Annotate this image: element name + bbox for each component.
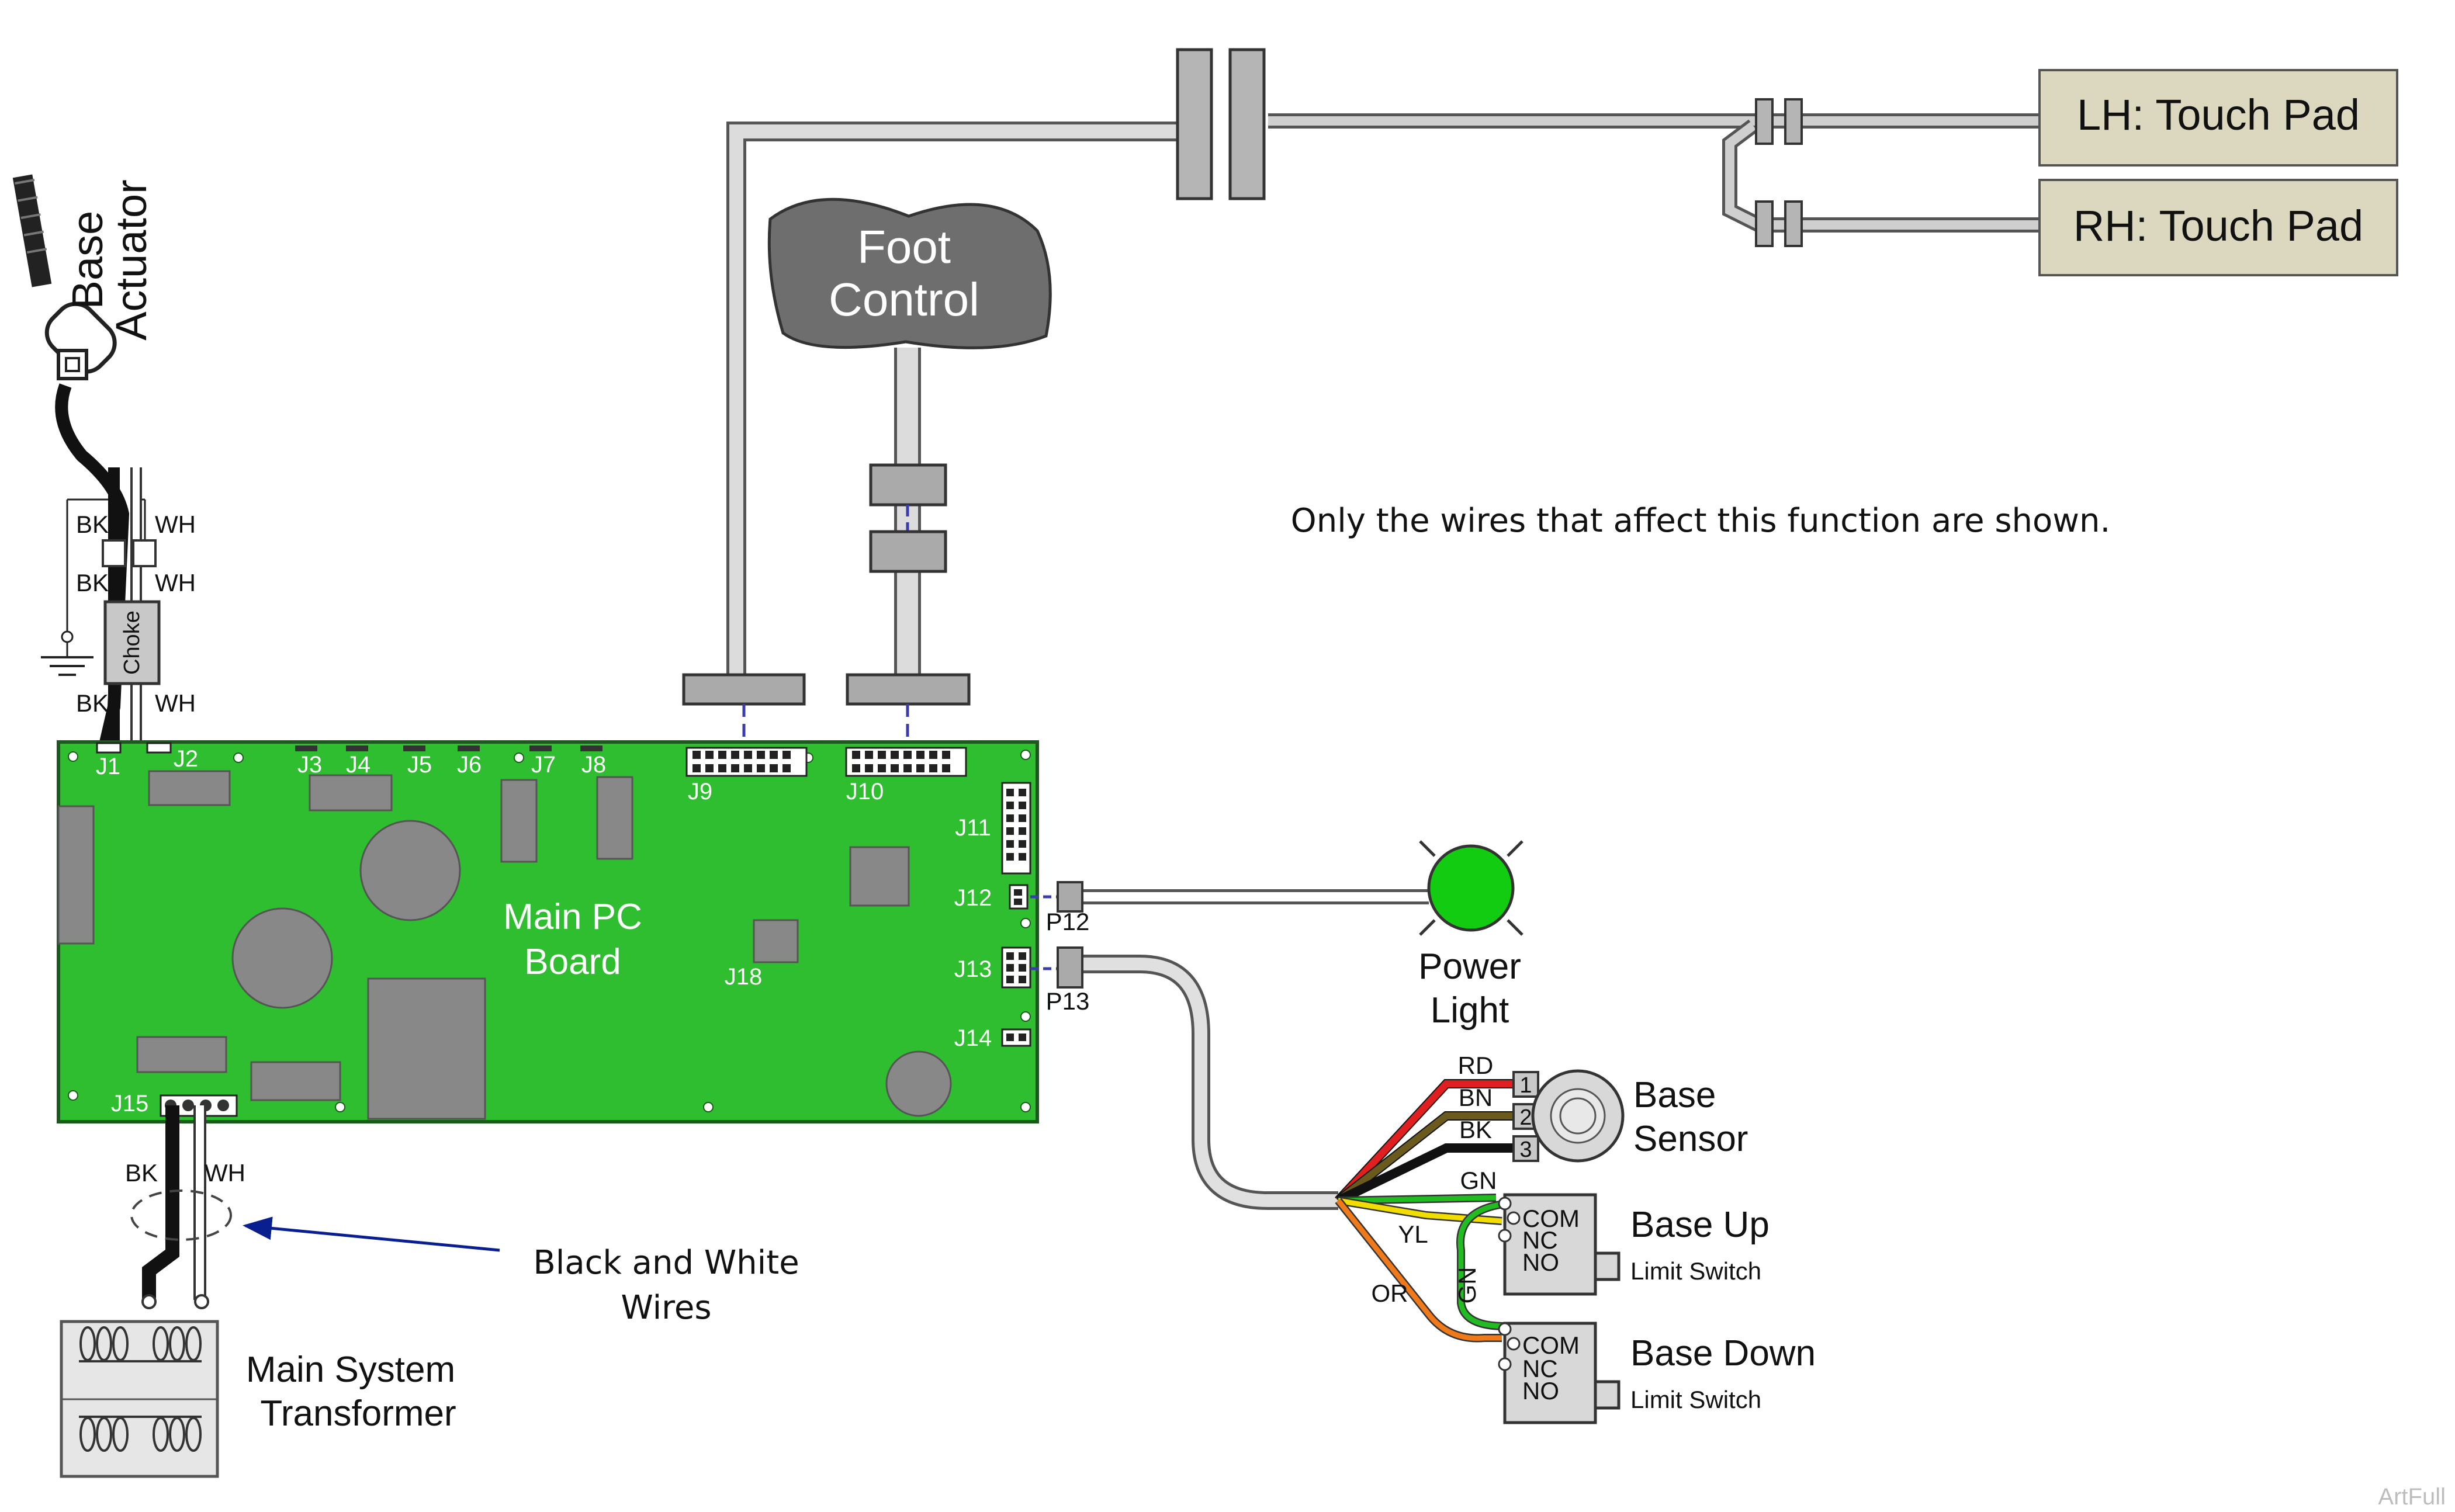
note-text: Only the wires that affect this function… [1291,502,2111,540]
j5-label: J5 [407,752,432,778]
base-sensor-label-2: Sensor [1633,1119,1748,1159]
base-up-limit-switch: COM NC NO Base Up Limit Switch [1498,1193,1770,1296]
up-pin-no: NO [1522,1249,1559,1276]
base-sensor-label-1: Base [1633,1075,1716,1115]
inline-connector-right [1228,48,1266,200]
j11-label: J11 [955,815,991,841]
base-up-label-2: Limit Switch [1630,1257,1761,1285]
main-pc-label-2: Board [524,942,621,982]
down-pin-com: COM [1522,1331,1580,1359]
bw-wires-label-1: Black and White [533,1244,799,1282]
main-pc-board: Main PC Board J1 J2 J3 J4 J5 J6 J7 J8 J9… [57,740,1039,1123]
wire-label-wh-j15: WH [205,1159,245,1187]
wire-label-wh-2: WH [155,569,196,597]
down-pin-no: NO [1522,1377,1559,1405]
lh-touch-pad-label: LH: Touch Pad [2077,91,2360,139]
j6-label: J6 [457,752,482,778]
up-pin-com: COM [1522,1205,1580,1232]
sensor-pin-3: 3 [1519,1138,1532,1162]
j7-label: J7 [531,752,556,778]
j9-plug [682,673,806,706]
wire-label-gn-2: GN [1453,1267,1481,1304]
wire-label-bk-j15: BK [125,1159,158,1187]
base-actuator-label-1: Base [63,211,112,310]
base-up-label-1: Base Up [1630,1205,1770,1245]
foot-control-label-2: Control [829,273,979,325]
down-pin-nc: NC [1522,1355,1558,1382]
j2-label: J2 [174,746,198,772]
sensor-cable: P13 RD BN BK GN YL OR GN [1030,946,1514,1343]
j9-label: J9 [688,779,712,804]
wire-label-rd: RD [1458,1052,1494,1079]
base-actuator: Base Actuator [12,174,155,747]
j4-label: J4 [346,752,370,778]
rh-touch-pad: RH: Touch Pad [2038,179,2398,276]
wire-label-bk-3: BK [76,689,109,717]
main-system-transformer: Main System Transformer [60,1320,456,1478]
j10-plug [846,673,971,706]
wire-label-bk-2: BK [76,569,109,597]
j1-label: J1 [96,754,120,779]
main-pc-label-1: Main PC [503,897,642,937]
actuator-wiring: Choke BK WH BK WH BK WH [41,467,196,745]
base-sensor: 1 2 3 Base Sensor [1512,1069,1748,1163]
j10-label: J10 [846,779,884,804]
rh-touch-pad-label: RH: Touch Pad [2073,202,2363,250]
base-down-label-1: Base Down [1630,1333,1816,1374]
choke-label: Choke [120,611,144,675]
wire-label-bk-1: BK [76,511,109,538]
sensor-pin-2: 2 [1519,1105,1532,1130]
wire-label-wh-3: WH [155,689,196,717]
j3-label: J3 [297,752,322,778]
foot-control: Foot Control [767,197,1052,754]
j15-label: J15 [111,1091,149,1116]
wire-label-bn: BN [1459,1084,1493,1111]
foot-control-label-1: Foot [857,221,951,273]
wire-label-yl: YL [1398,1220,1428,1248]
bw-wires-label-2: Wires [621,1289,711,1327]
p12-label: P12 [1046,908,1090,935]
power-light-label-2: Light [1431,990,1509,1031]
transformer-wiring: BK WH [125,1105,245,1309]
lh-touch-pad: LH: Touch Pad [2038,69,2398,167]
wire-label-wh-1: WH [155,511,196,538]
base-down-limit-switch: COM NC NO Base Down Limit Switch [1498,1322,1816,1424]
sensor-pin-1: 1 [1519,1073,1532,1098]
wire-label-bk-sensor: BK [1459,1116,1492,1143]
transformer-label-1: Main System [246,1350,455,1390]
bw-wires-callout: Black and White Wires [243,1216,799,1327]
j12-label: J12 [954,885,992,911]
touchpad-cable [726,48,2040,681]
inline-connector-left [1176,48,1213,200]
j8-label: J8 [581,752,606,778]
j18-label: J18 [725,964,763,990]
base-actuator-label-2: Actuator [107,179,155,341]
wire-label-gn: GN [1460,1167,1497,1194]
base-down-label-2: Limit Switch [1630,1386,1761,1413]
choke [103,600,161,685]
power-light-label-1: Power [1418,946,1521,987]
power-light: Power Light P12 [1030,840,1523,1031]
transformer-label-2: Transformer [260,1393,456,1434]
p13-label: P13 [1046,987,1090,1015]
wire-label-or: OR [1372,1279,1408,1307]
j13-label: J13 [954,956,992,982]
watermark: ArtFull [2378,1484,2446,1510]
j14-label: J14 [954,1025,992,1051]
up-pin-nc: NC [1522,1226,1558,1254]
